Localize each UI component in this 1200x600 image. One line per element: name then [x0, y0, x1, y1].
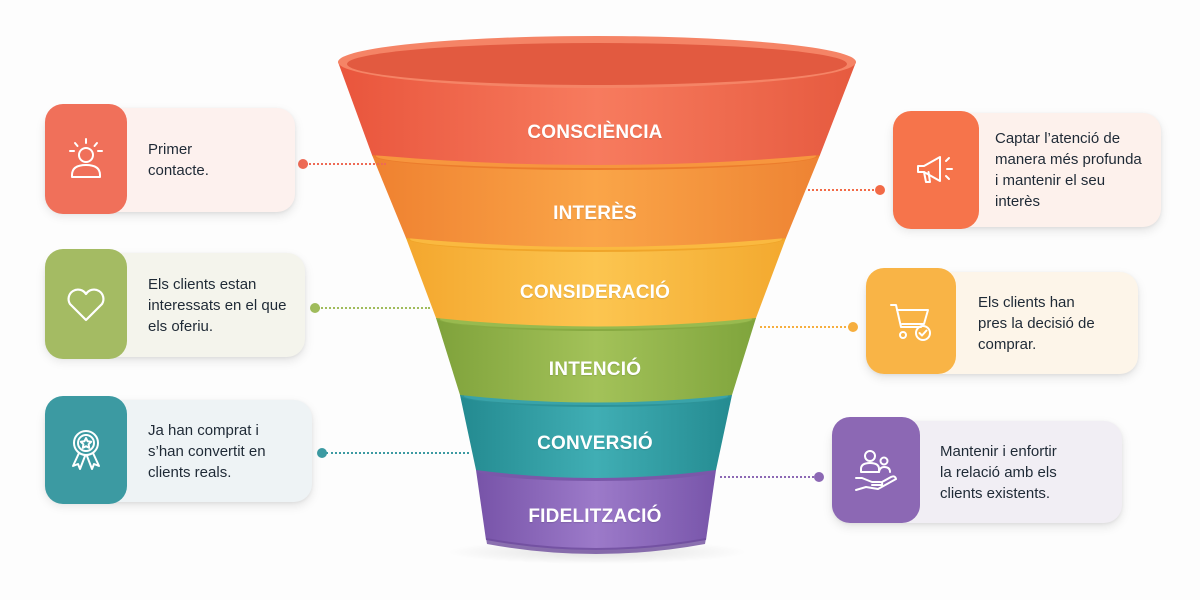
connector-consciencia [306, 163, 386, 165]
funnel-stage-consciencia [338, 36, 856, 165]
card-text-line: Primer [148, 141, 193, 158]
card-text-line: interessats en el que [148, 296, 287, 314]
connector-dot-conversio [317, 448, 327, 458]
connector-interes [808, 189, 878, 191]
connector-consideracio [318, 307, 430, 309]
card-intencio: Els clients han pres la decisió de compr… [866, 268, 1138, 374]
connector-dot-consciencia [298, 159, 308, 169]
hand-people-icon [855, 450, 897, 491]
card-icon-tile [45, 249, 127, 359]
card-text-line: Ja han comprat i [148, 421, 259, 439]
card-icon-tile [45, 396, 127, 504]
stage-label-interes: INTERÈS [553, 203, 637, 224]
card-text-line: interès [995, 193, 1041, 210]
card-icon-tile [893, 111, 979, 229]
stage-label-consciencia: CONSCIÈNCIA [527, 122, 663, 143]
connector-dot-consideracio [310, 303, 320, 313]
connector-dot-interes [875, 185, 885, 195]
card-text-line: clients reals. [148, 463, 232, 481]
connector-dot-intencio [848, 322, 858, 332]
card-text-line: contacte. [148, 162, 209, 179]
card-text-line: els oferiu. [148, 317, 214, 335]
card-conversio: Ja han comprat i s’han convertit en clie… [45, 396, 312, 504]
card-text: Mantenir i enfortir la relació amb els c… [940, 441, 1057, 504]
megaphone-icon [917, 156, 953, 183]
card-interes: Captar l’atenció de manera més profunda … [893, 111, 1161, 229]
card-text-line: comprar. [978, 335, 1037, 353]
person-idea-icon [69, 138, 103, 178]
card-text-line: Els clients estan [148, 275, 257, 293]
card-text-line: clients existents. [940, 484, 1051, 502]
card-text-line: manera més profunda [995, 151, 1142, 168]
stage-label-conversio: CONVERSIÓ [537, 433, 653, 454]
card-text-line: Mantenir i enfortir [940, 442, 1057, 460]
card-text-line: i mantenir el seu [995, 172, 1106, 189]
card-text: Captar l’atenció de manera més profunda … [995, 128, 1142, 212]
stage-label-intencio: INTENCIÓ [548, 359, 642, 380]
card-icon-tile [832, 417, 920, 523]
card-icon-tile [45, 104, 127, 214]
award-ribbon-icon [72, 430, 100, 470]
card-text: Primer contacte. [148, 139, 209, 181]
card-text-line: pres la decisió de [978, 314, 1095, 332]
connector-intencio [760, 326, 850, 328]
card-consciencia: Primer contacte. [45, 104, 295, 214]
card-text-line: la relació amb els [940, 463, 1057, 481]
heart-icon [67, 288, 105, 322]
card-fidelitzacio: Mantenir i enfortir la relació amb els c… [832, 417, 1122, 523]
stage-label-fidelitzacio: FIDELITZACIÓ [528, 506, 662, 527]
card-text-line: Captar l’atenció de [995, 130, 1121, 147]
card-text-line: Els clients han [978, 293, 1075, 311]
card-text-line: s’han convertit en [148, 442, 266, 460]
card-text: Els clients estan interessats en el que … [148, 274, 286, 337]
card-icon-tile [866, 268, 956, 374]
card-text: Els clients han pres la decisió de compr… [978, 292, 1095, 355]
cart-check-icon [890, 304, 931, 341]
connector-fidelitzacio [720, 476, 818, 478]
card-consideracio: Els clients estan interessats en el que … [45, 249, 305, 359]
card-text: Ja han comprat i s’han convertit en clie… [148, 420, 266, 483]
stage-label-consideracio: CONSIDERACIÓ [519, 282, 671, 303]
connector-dot-fidelitzacio [814, 472, 824, 482]
connector-conversio [326, 452, 469, 454]
